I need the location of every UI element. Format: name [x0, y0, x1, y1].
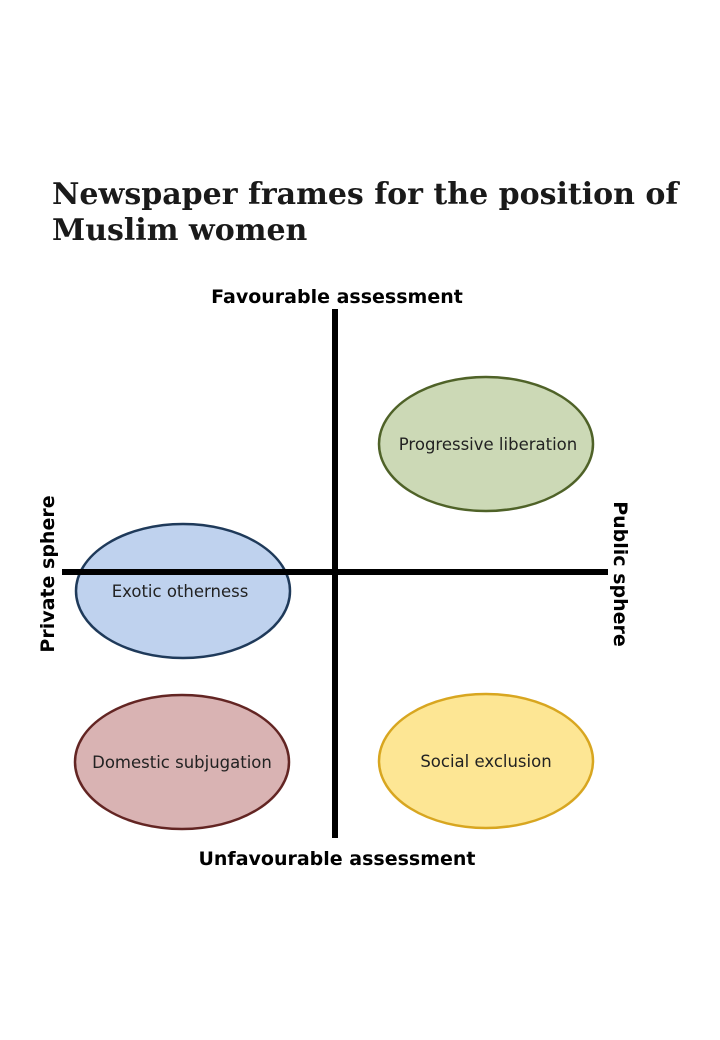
frame-social-exclusion: Social exclusion [377, 692, 595, 830]
frame-exotic-otherness-ellipse [74, 522, 292, 660]
frame-progressive-liberation: Progressive liberation [377, 375, 595, 513]
frame-social-exclusion-label: Social exclusion [420, 752, 551, 771]
frame-social-exclusion-ellipse [377, 692, 595, 830]
frame-progressive-liberation-label: Progressive liberation [399, 435, 577, 454]
frame-exotic-otherness [74, 522, 292, 660]
axis-label-public-sphere: Public sphere [609, 501, 631, 647]
axis-label-private-sphere: Private sphere [37, 495, 59, 652]
axis-label-unfavourable: Unfavourable assessment [198, 848, 475, 870]
diagram-title-line-2: Muslim women [52, 213, 308, 248]
frame-domestic-subjugation-label: Domestic subjugation [92, 753, 272, 772]
frame-progressive-liberation-ellipse [377, 375, 595, 513]
frame-domestic-subjugation: Domestic subjugation [73, 693, 291, 831]
frame-exotic-otherness-label: Exotic otherness [112, 582, 249, 601]
frame-domestic-subjugation-ellipse [73, 693, 291, 831]
axis-label-favourable: Favourable assessment [211, 286, 463, 308]
diagram-title-line-1: Newspaper frames for the position of [52, 177, 680, 212]
